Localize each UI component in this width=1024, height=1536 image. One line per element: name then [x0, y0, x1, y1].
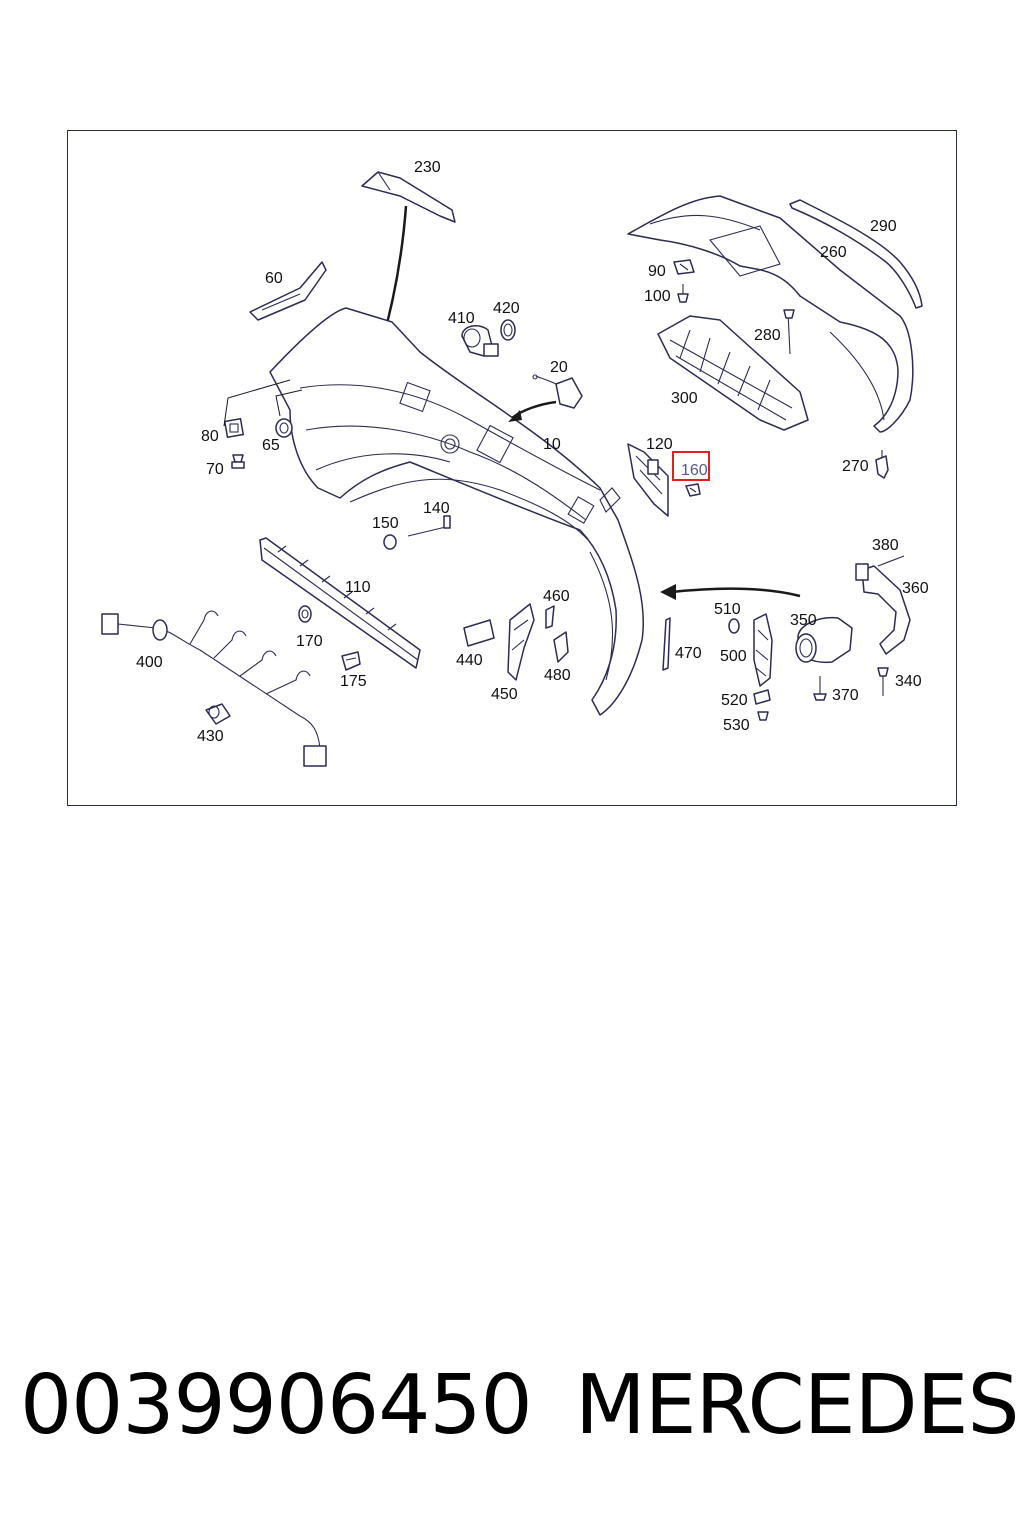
callout-290: 290 [870, 218, 897, 235]
part-20-tow-cover [532, 374, 583, 409]
part-420-sensor-ring [500, 319, 516, 341]
callout-500: 500 [720, 648, 747, 665]
callout-460: 460 [543, 588, 570, 605]
leader-65 [275, 389, 303, 417]
callout-530: 530 [723, 717, 750, 734]
callout-140: 140 [423, 500, 450, 517]
callout-100: 100 [644, 288, 671, 305]
callout-440: 440 [456, 652, 483, 669]
part-480-bracket [553, 631, 569, 663]
part-80-clip [223, 417, 245, 439]
brand-name: MERCEDES [575, 1358, 1020, 1453]
part-350-tow-socket [795, 616, 853, 664]
part-340-screw [877, 667, 889, 696]
part-280-pin [783, 309, 795, 355]
highlight-box-160 [672, 451, 710, 481]
part-100-screw [677, 284, 689, 303]
part-110-impact-absorber [259, 537, 421, 669]
callout-80: 80 [201, 428, 219, 445]
callout-160: 160 [681, 462, 708, 479]
part-450-bracket [507, 603, 535, 681]
callout-110: 110 [345, 579, 371, 596]
callout-450: 450 [491, 686, 518, 703]
part-410-parking-sensor [461, 324, 499, 357]
part-230-trim [361, 171, 456, 223]
callout-480: 480 [544, 667, 571, 684]
part-290-trim-strip [789, 199, 923, 309]
callout-20: 20 [550, 359, 568, 376]
callout-300: 300 [671, 390, 698, 407]
callout-400: 400 [136, 654, 163, 671]
part-260-rear-diffuser [627, 195, 914, 433]
callout-340: 340 [895, 673, 922, 690]
callout-350: 350 [790, 612, 817, 629]
callout-380: 380 [872, 537, 899, 554]
part-120-side-bracket [627, 443, 669, 517]
callout-120: 120 [646, 436, 673, 453]
part-270-clip [875, 450, 889, 479]
assembly-arrow-350 [660, 584, 801, 600]
callout-170: 170 [296, 633, 323, 650]
callout-520: 520 [721, 692, 748, 709]
callout-10: 10 [543, 436, 561, 453]
callout-70: 70 [206, 461, 224, 478]
part-300-carrier-bracket [657, 315, 809, 431]
callout-60: 60 [265, 270, 283, 287]
part-number: 0039906450 [20, 1358, 533, 1453]
assembly-arrow-20 [508, 400, 557, 422]
callout-470: 470 [675, 645, 702, 662]
callout-150: 150 [372, 515, 399, 532]
part-370-screw [813, 676, 827, 701]
part-400-wiring-harness [101, 610, 327, 767]
part-60-strip [249, 261, 327, 321]
part-470-strip [662, 617, 671, 671]
callout-410: 410 [448, 310, 475, 327]
part-65-grommet [275, 418, 293, 438]
part-90-clip [673, 259, 695, 275]
callout-230: 230 [414, 159, 441, 176]
part-440-sensor-holder [463, 619, 495, 647]
callout-370: 370 [832, 687, 859, 704]
part-150-washer [383, 534, 397, 550]
leader-80 [223, 379, 291, 427]
callout-430: 430 [197, 728, 224, 745]
part-360-bracket [855, 563, 911, 655]
callout-65: 65 [262, 437, 280, 454]
callout-270: 270 [842, 458, 869, 475]
part-500-bracket [753, 613, 773, 687]
part-70-screw [231, 454, 245, 469]
callout-260: 260 [820, 244, 847, 261]
part-160-clip [685, 483, 701, 497]
part-10-bumper-cover [269, 307, 645, 716]
callout-90: 90 [648, 263, 666, 280]
part-460-clip [545, 605, 555, 629]
part-430-connector [205, 703, 231, 725]
callout-360: 360 [902, 580, 929, 597]
part-520-nut [753, 689, 771, 705]
part-175-clip [341, 651, 361, 671]
callout-420: 420 [493, 300, 520, 317]
part-380-bolt [877, 555, 905, 567]
part-510-clip [728, 618, 740, 634]
callout-510: 510 [714, 601, 741, 618]
callout-175: 175 [340, 673, 367, 690]
callout-280: 280 [754, 327, 781, 344]
part-170-nut [298, 605, 312, 623]
part-530-screw [757, 711, 769, 721]
part-140-bolt [407, 515, 451, 537]
